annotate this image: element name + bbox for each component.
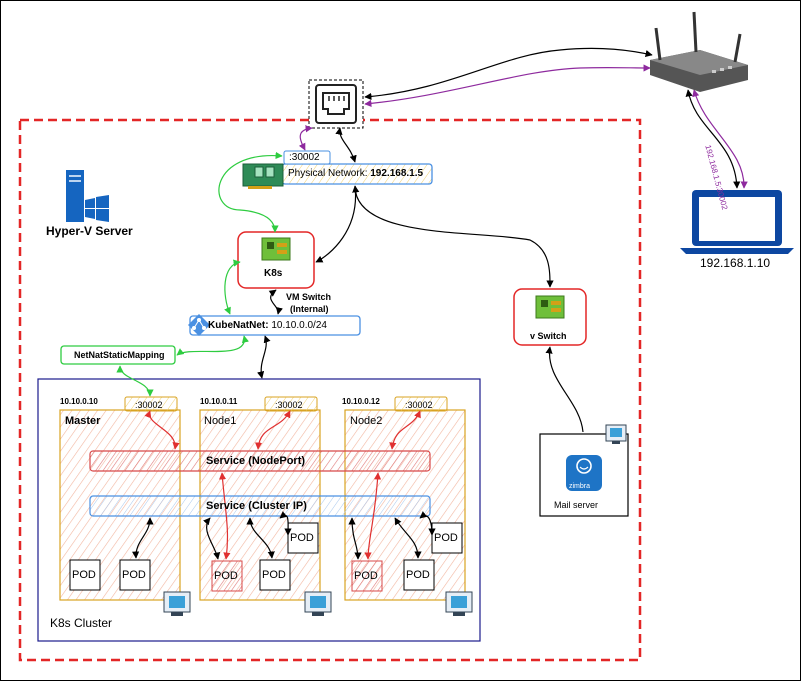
pod-box[interactable] xyxy=(351,560,383,592)
vm-monitor-icon xyxy=(304,591,332,616)
node-name-node1: Node1 xyxy=(204,415,237,427)
node-ip-node2: 10.10.0.12 xyxy=(342,397,380,406)
pod-label: POD xyxy=(72,569,96,581)
port-tab-node2 xyxy=(394,396,448,412)
link-router-port-purple xyxy=(364,64,651,107)
wifi-router-icon xyxy=(650,11,748,92)
physical-port-tab xyxy=(283,150,331,165)
vm-monitor-icon xyxy=(163,591,191,616)
service-clusterip-bar[interactable] xyxy=(89,495,431,517)
pod-box[interactable] xyxy=(431,522,463,554)
link-port-physical-purple xyxy=(298,125,313,151)
k8s-switch-label: K8s xyxy=(264,268,283,279)
link-k8s-kubenat xyxy=(268,289,283,315)
cluster-label: K8s Cluster xyxy=(50,616,113,630)
netnat-box[interactable] xyxy=(60,345,176,365)
node-name-node2: Node2 xyxy=(350,415,383,427)
vm-monitor-icon xyxy=(605,424,627,444)
pod-box[interactable] xyxy=(69,559,101,591)
vm-switch-line2: (Internal) xyxy=(290,304,329,314)
link-nodeport-pod1 xyxy=(218,472,231,560)
ethernet-port-icon xyxy=(315,84,357,124)
switch-board-icon xyxy=(261,237,291,261)
pod-box[interactable] xyxy=(403,559,435,591)
network-card-icon xyxy=(242,163,284,189)
switch-board-icon xyxy=(535,295,565,319)
node-name-master: Master xyxy=(65,415,101,427)
pod-label: POD xyxy=(122,569,146,581)
node-ip-master: 10.10.0.10 xyxy=(60,397,98,406)
link-master-nodeport xyxy=(144,410,180,450)
pod-box[interactable] xyxy=(119,559,151,591)
laptop-ip-label: 192.168.1.10 xyxy=(700,256,771,270)
link-router-laptop-purple xyxy=(692,89,748,189)
vm-switch-line1: VM Switch xyxy=(286,292,332,302)
link-physical-k8s-green xyxy=(218,151,283,233)
node-port-node1: :30002 xyxy=(275,400,303,410)
physical-port-label: :30002 xyxy=(289,152,320,163)
link-clusterip-pod xyxy=(279,511,292,536)
link-node2-nodeport xyxy=(389,410,421,450)
link-clusterip-pod xyxy=(246,517,275,559)
network-icon xyxy=(188,314,210,336)
pod-box[interactable] xyxy=(211,560,243,592)
pod-box[interactable] xyxy=(287,522,319,554)
link-physical-vswitch xyxy=(354,185,554,288)
windows-server-icon xyxy=(66,170,109,222)
hyperv-label: Hyper-V Server xyxy=(46,224,133,238)
port-tab-node1 xyxy=(264,396,318,412)
physical-network-prefix: Physical Network: xyxy=(288,168,371,179)
link-port-physical xyxy=(335,127,357,163)
link-k8s-kubenat-green xyxy=(224,259,241,315)
service-nodeport-bar[interactable] xyxy=(89,450,431,472)
link-clusterip-pod xyxy=(419,511,436,536)
physical-network-label: Physical Network: 192.168.1.5 xyxy=(288,168,423,179)
link-clusterip-pod xyxy=(132,517,154,559)
kubenatnet-name: KubeNatNet: xyxy=(208,320,269,331)
link-nodeport-pod2 xyxy=(364,472,382,560)
link-router-port xyxy=(364,47,653,101)
service-nodeport-label: Service (NodePort) xyxy=(206,455,306,467)
pods xyxy=(69,522,463,592)
link-node1-nodeport xyxy=(254,410,291,450)
kubenatnet-label: KubeNatNet: 10.10.0.0/24 xyxy=(208,320,327,331)
pod-label: POD xyxy=(354,570,378,582)
pod-label: POD xyxy=(406,569,430,581)
link-clusterip-pod xyxy=(394,517,422,559)
link-clusterip-pod xyxy=(203,517,221,560)
pod-label: POD xyxy=(214,570,238,582)
pod-label: POD xyxy=(434,532,458,544)
pod-label: POD xyxy=(262,569,286,581)
link-physical-k8s xyxy=(315,185,360,263)
link-kubenat-cluster xyxy=(257,335,271,379)
pod-box[interactable] xyxy=(259,559,291,591)
vm-monitor-icon xyxy=(445,591,473,616)
zimbra-icon xyxy=(566,455,602,491)
netnat-label: NetNatStaticMapping xyxy=(74,350,165,360)
link-netnat-master-green xyxy=(116,365,154,397)
zimbra-app-label: zimbra xyxy=(569,483,591,490)
mail-server-label: Mail server xyxy=(554,500,599,510)
pod-label: POD xyxy=(290,532,314,544)
service-clusterip-label: Service (Cluster IP) xyxy=(206,500,307,512)
physical-network-ip: 192.168.1.5 xyxy=(370,168,424,179)
kubenatnet-subnet: 10.10.0.0/24 xyxy=(268,320,327,331)
link-vswitch-mail xyxy=(545,346,584,433)
node-port-master: :30002 xyxy=(135,400,163,410)
link-clusterip-pod xyxy=(348,517,362,560)
node-ip-node1: 10.10.0.11 xyxy=(200,397,238,406)
vswitch-label: v Switch xyxy=(530,331,567,341)
node-port-node2: :30002 xyxy=(405,400,433,410)
laptop-icon xyxy=(680,190,794,254)
link-kubenat-netnat-green xyxy=(176,335,249,356)
